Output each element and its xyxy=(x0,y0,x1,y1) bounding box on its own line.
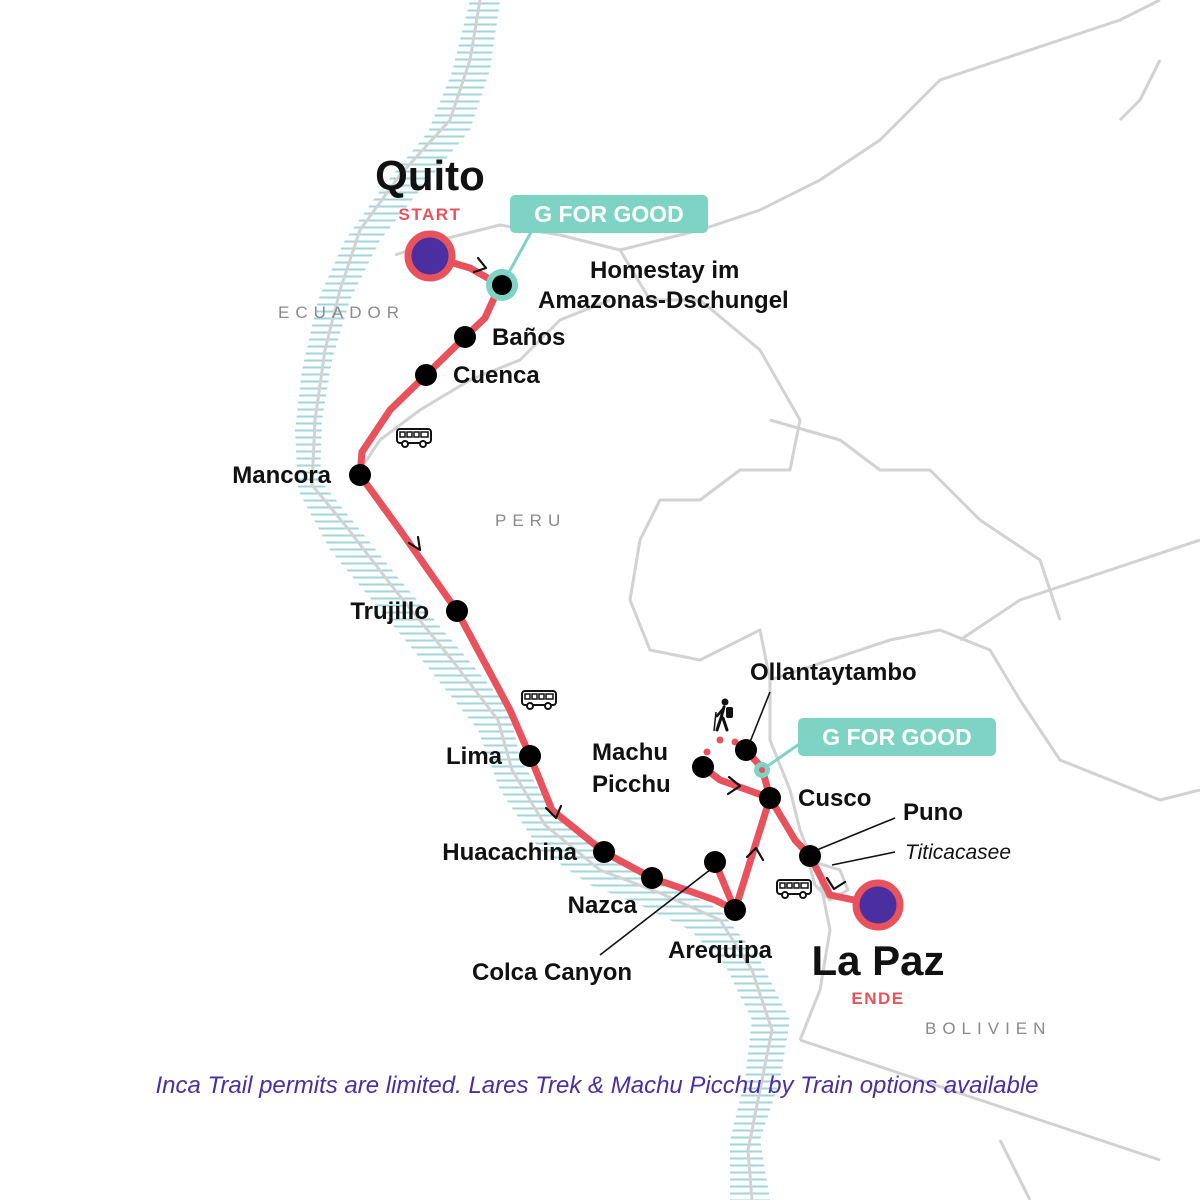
leader-line-colca xyxy=(599,865,716,956)
trek-dots xyxy=(703,736,739,756)
stop-marker-mancora xyxy=(349,464,371,486)
stop-label-trujillo: Trujillo xyxy=(350,598,429,625)
stop-marker-homestay-inner xyxy=(492,275,512,295)
ocean-hatch xyxy=(295,0,790,1200)
badge-text: G FOR GOOD xyxy=(822,724,972,750)
country-label-ecuador: ECUADOR xyxy=(278,303,405,322)
start-tag: START xyxy=(399,205,462,224)
stop-marker-colca xyxy=(704,851,726,873)
stop-marker-banos xyxy=(454,326,476,348)
stop-marker-g-for-good-cusco-dot xyxy=(759,767,765,773)
stop-label-huacachina: Huacachina xyxy=(442,839,577,866)
direction-arrows xyxy=(407,256,847,891)
g-for-good-badge-homestay: G FOR GOOD xyxy=(510,195,708,233)
end-city-label: La Paz xyxy=(811,937,944,984)
country-label-bolivia: BOLIVIEN xyxy=(925,1019,1051,1038)
end-tag: ENDE xyxy=(851,989,904,1008)
stop-label-puno: Puno xyxy=(903,799,963,826)
stop-label-mancora: Mancora xyxy=(232,462,331,489)
stop-label-banos: Baños xyxy=(492,324,565,351)
start-city-label: Quito xyxy=(375,152,485,199)
stop-marker-machu-picchu xyxy=(692,756,714,778)
leader-line-badge-2 xyxy=(761,738,806,772)
lake-label-titicacasee: Titicacasee xyxy=(905,841,1011,864)
stop-marker-arequipa xyxy=(724,899,746,921)
leader-line-puno xyxy=(811,817,896,853)
country-borders xyxy=(310,0,1200,1200)
stop-label-lima: Lima xyxy=(446,743,503,770)
start-marker xyxy=(404,230,456,282)
stop-label-arequipa: Arequipa xyxy=(668,937,773,964)
end-marker xyxy=(852,879,904,931)
stop-marker-cusco xyxy=(759,787,781,809)
footer-note: Inca Trail permits are limited. Lares Tr… xyxy=(155,1072,1038,1099)
stop-marker-ollantaytambo xyxy=(735,739,757,761)
stop-marker-cuenca xyxy=(415,364,437,386)
stop-marker-huacachina xyxy=(593,841,615,863)
stop-markers xyxy=(349,269,821,921)
stop-label-machu-picchu-2: Picchu xyxy=(592,771,671,798)
stop-label-nazca: Nazca xyxy=(568,892,638,919)
g-for-good-badge-cusco: G FOR GOOD xyxy=(798,718,996,756)
stop-label-homestay-2: Amazonas-Dschungel xyxy=(538,287,789,314)
bus-icon xyxy=(396,428,432,448)
leader-line-ollantaytambo xyxy=(749,691,771,743)
leader-line-titicacasee xyxy=(831,851,896,866)
stop-marker-nazca xyxy=(641,867,663,889)
stop-label-cusco: Cusco xyxy=(798,785,871,812)
stop-marker-puno xyxy=(799,845,821,867)
bus-icon xyxy=(521,690,557,710)
hiker-icon xyxy=(712,698,735,732)
stop-label-ollantaytambo: Ollantaytambo xyxy=(750,659,917,686)
stop-label-colca: Colca Canyon xyxy=(472,959,632,986)
bus-icon xyxy=(776,879,812,899)
badge-text: G FOR GOOD xyxy=(534,201,684,227)
country-label-peru: PERU xyxy=(495,511,566,530)
stop-label-machu-picchu-1: Machu xyxy=(592,739,668,766)
stop-label-cuenca: Cuenca xyxy=(453,362,540,389)
stop-marker-trujillo xyxy=(446,600,468,622)
stop-label-homestay-1: Homestay im xyxy=(590,257,739,284)
stop-marker-lima xyxy=(519,745,541,767)
